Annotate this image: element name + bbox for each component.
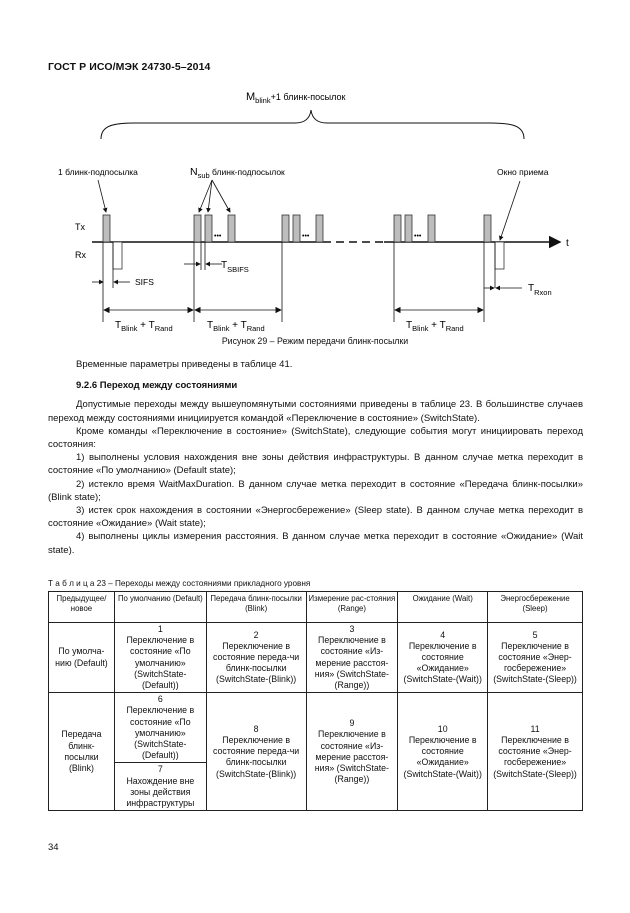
one-sub-blink-label: 1 блинк-подпосылка [58, 167, 138, 177]
interval-label-1: TBlink + TRand [115, 320, 173, 333]
page-number: 34 [48, 842, 59, 853]
receive-window-label: Окно приема [497, 167, 549, 177]
paragraph-events: Кроме команды «Переключение в состояние»… [48, 425, 583, 451]
table-header-row: Предыдущее/ новое По умолчанию (Default)… [48, 591, 583, 623]
header-default: По умолчанию (Default) [113, 591, 207, 623]
dots-3: ••• [414, 233, 422, 240]
state-transition-table: Предыдущее/ новое По умолчанию (Default)… [48, 591, 583, 812]
row-label-default: По умолча-нию (Default) [48, 621, 115, 694]
header-sleep: Энергосбережение (Sleep) [487, 591, 583, 623]
tx-label: Tx [75, 222, 85, 232]
row-label-blink: Передача блинк-посылки (Blink) [48, 692, 115, 812]
tx-pulses [102, 214, 492, 243]
rx-window-1 [112, 241, 123, 270]
nsub-label: Nsub блинк-подпосылок [190, 166, 285, 180]
body-text: Временные параметры приведены в таблице … [48, 358, 583, 557]
section-title: 9.2.6 Переход между состояниями [76, 380, 238, 392]
paragraph-transitions: Допустимые переходы между вышеупомянутым… [48, 399, 583, 424]
header-blink: Передача блинк-посылки (Blink) [205, 591, 307, 623]
top-label: Mblink+1 блинк-посылок [246, 91, 346, 105]
interval-label-2: TBlink + TRand [207, 320, 265, 333]
top-brace [100, 109, 525, 140]
header-range: Измерение рас-стояния (Range) [305, 591, 399, 623]
figure-caption: Рисунок 29 – Режим передачи блинк-посылк… [221, 336, 409, 346]
header-wait: Ожидание (Wait) [397, 591, 489, 623]
rx-label: Rx [75, 250, 86, 260]
tsbifs-label: TSBIFS [221, 260, 249, 274]
list-item-4: 4) выполнены циклы измерения расстояния.… [48, 531, 583, 556]
trxon-label: TRxon [528, 283, 552, 297]
rx-window-2 [494, 241, 505, 270]
document-header: ГОСТ Р ИСО/МЭК 24730-5–2014 [48, 61, 211, 73]
blink-timing-diagram: Mblink+1 блинк-посылок 1 блинк-подпосылк… [58, 91, 569, 333]
table-title: Т а б л и ц а 23 – Переходы между состоя… [48, 579, 311, 588]
dots-1: ••• [214, 233, 222, 240]
interval-label-3: TBlink + TRand [406, 320, 464, 333]
list-item-1: 1) выполнены условия нахождения вне зоны… [48, 452, 583, 477]
header-prev-new: Предыдущее/ новое [48, 591, 115, 623]
list-item-2: 2) истекло время WaitMaxDuration. В данн… [48, 478, 583, 503]
list-item-3: 3) истек срок нахождения в состоянии «Эн… [48, 505, 583, 530]
sifs-label: SIFS [135, 277, 154, 287]
paragraph-timing-ref: Временные параметры приведены в таблице … [76, 359, 293, 370]
dots-2: ••• [302, 233, 310, 240]
time-axis-t-label: t [566, 238, 569, 249]
